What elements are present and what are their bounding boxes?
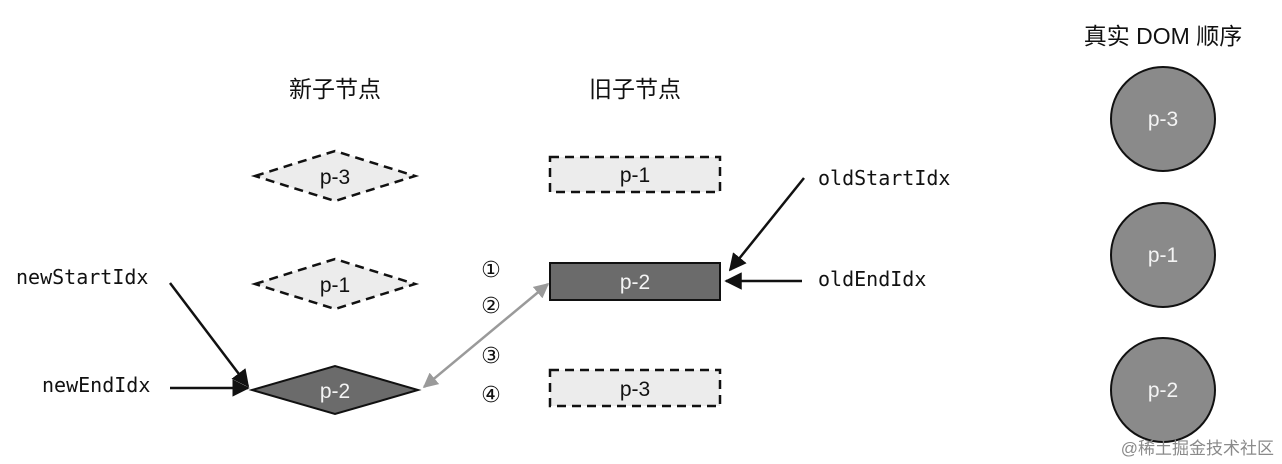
old-node-1: p-1 (548, 155, 722, 194)
old-node-2: p-2 (549, 262, 721, 301)
dom-node-3-shape (1110, 337, 1216, 443)
new-node-3: p-2 (248, 364, 422, 416)
new-node-3-shape (248, 364, 422, 416)
dom-node-3-label: p-2 (1148, 379, 1178, 402)
new-node-3-label: p-2 (320, 380, 350, 403)
old-node-2-label: p-2 (620, 271, 650, 294)
old-children-heading: 旧子节点 (589, 76, 681, 102)
new-node-2-shape (250, 257, 420, 311)
old-start-idx-arrow (728, 177, 805, 272)
new-node-1: p-3 (250, 149, 420, 203)
new-start-idx-arrow (169, 282, 250, 388)
dom-node-1-shape (1110, 66, 1216, 172)
old-end-idx-label: oldEndIdx (818, 267, 926, 291)
step-4: ④ (481, 382, 501, 407)
dom-node-3: p-2 (1110, 337, 1216, 443)
old-node-3: p-3 (548, 368, 722, 408)
dom-node-1: p-3 (1110, 66, 1216, 172)
watermark: @稀土掘金技术社区 (1121, 439, 1274, 458)
new-end-idx-label: newEndIdx (42, 373, 150, 397)
dom-node-2-label: p-1 (1148, 244, 1178, 267)
old-node-1-shape (548, 155, 722, 194)
new-start-idx-label: newStartIdx (16, 265, 148, 289)
new-node-2: p-1 (250, 257, 420, 311)
dom-node-1-label: p-3 (1148, 108, 1178, 131)
new-node-1-label: p-3 (320, 166, 350, 189)
old-node-3-label: p-3 (620, 378, 650, 401)
compare-arrow (422, 283, 550, 388)
dom-node-2: p-1 (1110, 202, 1216, 308)
dom-node-2-shape (1110, 202, 1216, 308)
step-2: ② (481, 293, 501, 318)
old-node-1-label: p-1 (620, 164, 650, 187)
new-node-1-shape (250, 149, 420, 203)
old-node-2-shape (549, 262, 721, 301)
old-node-3-shape (548, 368, 722, 408)
new-children-heading: 新子节点 (289, 76, 381, 102)
real-dom-order-heading: 真实 DOM 顺序 (1084, 23, 1242, 49)
new-node-2-label: p-1 (320, 274, 350, 297)
step-1: ① (481, 257, 501, 282)
old-start-idx-label: oldStartIdx (818, 166, 950, 190)
step-3: ③ (481, 343, 501, 368)
